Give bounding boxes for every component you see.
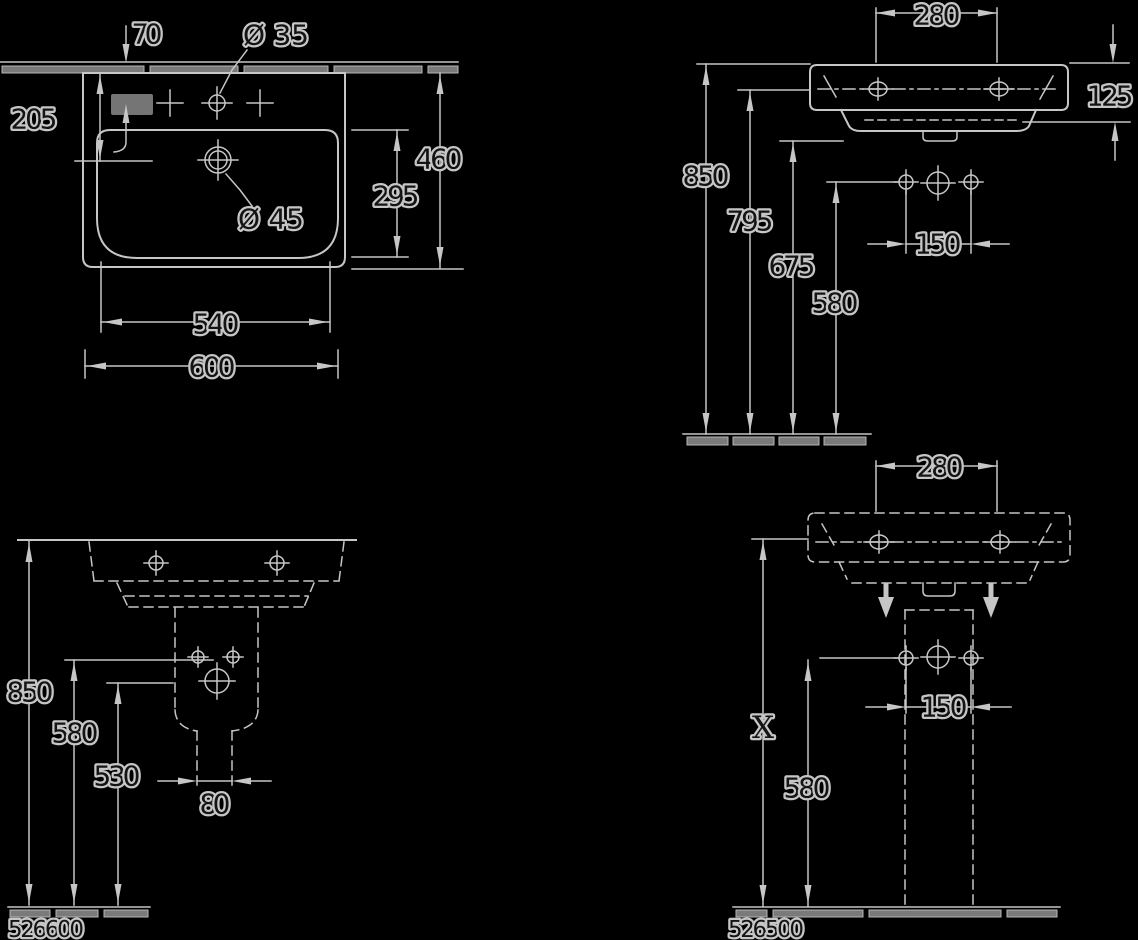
dim-label: 530 <box>94 760 141 793</box>
dim-tap-offset: 70 <box>113 15 165 153</box>
side-elevation-view: 280 125 850 795 <box>680 0 1136 446</box>
dim-label: 205 <box>11 103 58 136</box>
wall-hole-right <box>958 169 984 195</box>
dim-label: Ø 45 <box>238 203 304 236</box>
dim-height-fixing: X <box>750 538 809 907</box>
dim-label: 70 <box>132 18 163 51</box>
dim-label: 850 <box>7 676 54 709</box>
marking <box>111 94 153 115</box>
dim-height-top: 850 <box>680 63 811 435</box>
wall-hole-right <box>958 645 984 671</box>
fixing-hole-left <box>862 77 894 101</box>
connection-hole-right <box>222 646 244 668</box>
dim-label: 600 <box>189 351 236 384</box>
dim-label: 125 <box>1087 80 1134 113</box>
wall-hole-center <box>920 639 956 675</box>
rim-slant-right <box>1036 522 1053 549</box>
basin-hidden-outline <box>88 541 345 582</box>
basin-profile <box>809 64 1069 111</box>
dim-label: 580 <box>52 717 99 750</box>
mounting-arrow-left <box>878 582 894 618</box>
dim-hole-span: 150 <box>865 667 1012 726</box>
drain-hole <box>197 139 239 181</box>
basin-bowl-outline <box>96 129 339 259</box>
dim-height-top: 850 <box>4 540 56 906</box>
product-code: 526600 <box>8 917 84 940</box>
tap-hole-cross-left <box>156 89 184 117</box>
tap-hole-center <box>201 86 233 120</box>
rim-shelf-hidden <box>116 582 315 608</box>
siphon-hidden-outline <box>174 607 259 790</box>
drain-outlet <box>922 582 956 597</box>
fixing-hole-right <box>984 530 1016 554</box>
dim-rear-depth: 205 <box>8 72 153 162</box>
product-code: 526500 <box>728 917 804 940</box>
bowl-underside <box>839 108 1038 132</box>
top-view: 70 Ø 35 205 295 46 <box>0 15 465 386</box>
dim-fixing-span: 280 <box>875 0 998 63</box>
dim-pipe-width: 80 <box>157 777 272 823</box>
dim-label: 850 <box>683 160 730 193</box>
dim-height-connection: 580 <box>49 659 214 906</box>
connection-hole-left <box>187 646 209 668</box>
wall-line <box>0 61 459 74</box>
dim-label: Ø 35 <box>243 19 309 52</box>
dim-label: 540 <box>193 308 240 341</box>
dim-overall-width: 600 <box>84 348 339 386</box>
dim-label: 280 <box>917 451 964 484</box>
rim-slant-left <box>820 522 836 547</box>
floor-line <box>7 906 151 918</box>
bowl-hidden-underside <box>838 561 1039 584</box>
dim-label: 675 <box>769 250 816 283</box>
dim-label: 80 <box>200 788 231 821</box>
dim-hole-span: 150 <box>867 190 1010 263</box>
basin-outer-outline <box>82 72 346 268</box>
front-view-siphon: 80 850 580 530 526 <box>4 539 357 940</box>
dim-tap-hole-diameter: Ø 35 <box>218 16 311 95</box>
dim-fixing-span: 280 <box>875 448 998 512</box>
wall-hole-center <box>920 165 956 201</box>
dim-height-rim: 795 <box>724 89 811 435</box>
dim-drain-diameter: Ø 45 <box>224 172 306 238</box>
basin-hidden-profile <box>807 512 1071 563</box>
drain-flange <box>198 662 236 700</box>
rim-slant-left <box>822 74 838 99</box>
front-view-pedestal: 280 X 580 150 <box>726 448 1071 940</box>
dim-label: 150 <box>915 228 962 261</box>
dim-label: 460 <box>416 143 463 176</box>
dim-label: 280 <box>914 0 961 32</box>
dim-height-drain: 530 <box>91 682 174 906</box>
dim-label: X <box>752 710 774 746</box>
floor-line <box>732 906 1061 918</box>
tap-hole-cross-right <box>246 89 274 117</box>
dim-bowl-width: 540 <box>100 261 331 343</box>
dim-height-underside: 675 <box>766 140 844 435</box>
dim-body-height: 125 <box>1022 24 1136 161</box>
dim-label: 580 <box>812 287 859 320</box>
fixing-hole-right <box>264 550 290 576</box>
dim-bowl-depth: 295 <box>351 129 422 258</box>
dim-label: 580 <box>784 772 831 805</box>
fixing-hole-left <box>863 530 895 554</box>
mounting-arrow-right <box>983 582 999 618</box>
dim-label: 150 <box>921 691 968 724</box>
rim-slant-right <box>1038 74 1055 101</box>
dim-height-holes: 580 <box>809 181 899 435</box>
dim-overall-depth: 460 <box>351 72 465 270</box>
dim-height-holes: 580 <box>781 657 899 907</box>
fixing-hole-right <box>983 77 1015 101</box>
drain-outlet <box>922 130 958 142</box>
pedestal-hidden-outline <box>904 609 974 906</box>
dim-label: 795 <box>727 205 774 238</box>
floor-line <box>682 433 872 446</box>
dim-label: 295 <box>373 180 420 213</box>
fixing-hole-left <box>143 550 169 576</box>
